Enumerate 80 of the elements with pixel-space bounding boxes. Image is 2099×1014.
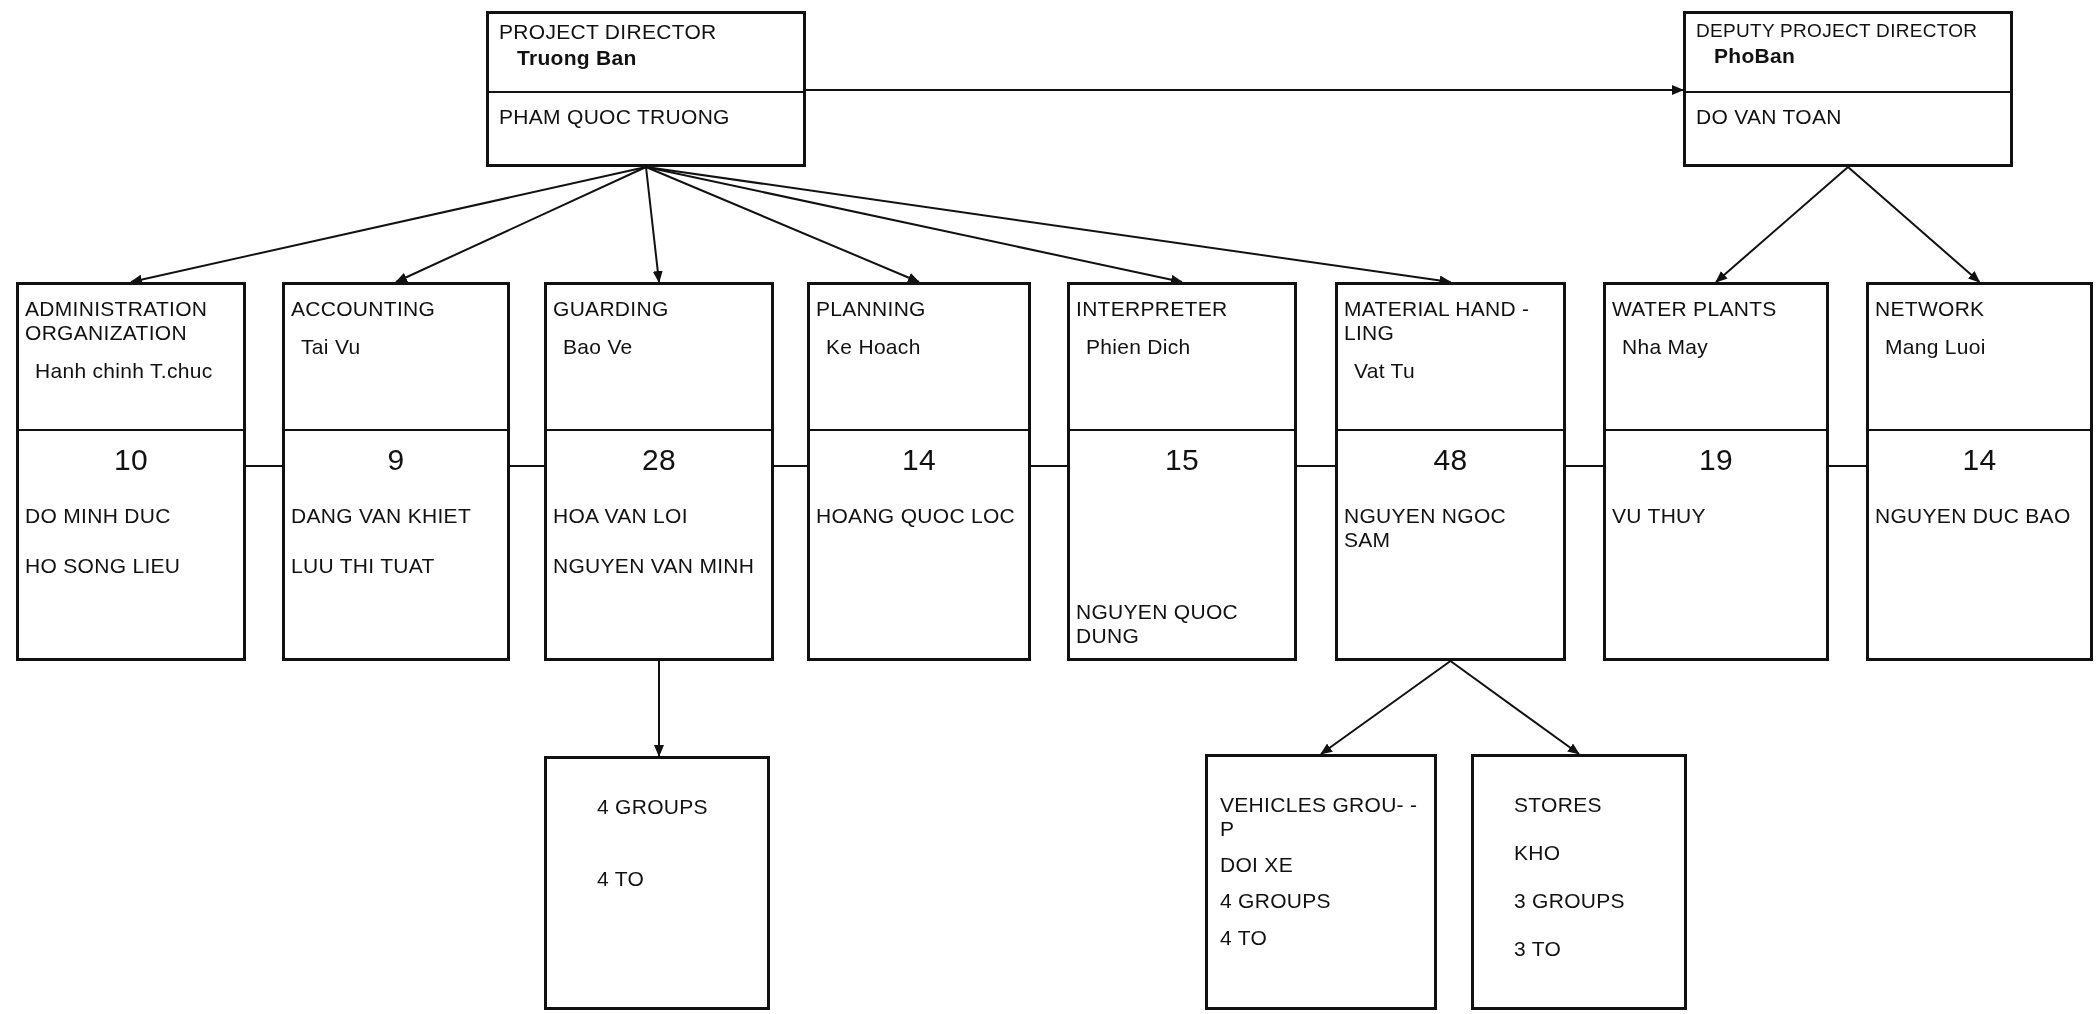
- person-name: LUU THI TUAT: [291, 553, 436, 578]
- connector-line: [1828, 465, 1867, 467]
- arrow: [645, 166, 663, 283]
- connector-line: [509, 465, 545, 467]
- connector-line: [1296, 465, 1336, 467]
- org-box: [282, 282, 510, 661]
- group-text: STORES: [1514, 793, 1603, 818]
- department-title: PLANNING: [816, 297, 927, 322]
- group-text: VEHICLES GROU- -P: [1220, 793, 1419, 842]
- vietnamese-name: Vat Tu: [1353, 359, 1416, 384]
- department-title: PROJECT DIRECTOR: [499, 20, 718, 45]
- org-box: [544, 282, 774, 661]
- group-text: DOI XE: [1220, 853, 1294, 878]
- person-name: DANG VAN KHIET: [291, 503, 472, 528]
- group-text: 4 GROUPS: [1220, 889, 1332, 914]
- org-box: [544, 756, 770, 1010]
- department-title: ADMINISTRATION ORGANIZATION: [25, 297, 209, 346]
- person-name: HO SONG LIEU: [25, 553, 182, 578]
- arrow: [805, 85, 1684, 95]
- person-name: NGUYEN DUC BAO: [1875, 503, 2072, 528]
- arrow: [645, 166, 920, 283]
- person-name: HOA VAN LOI: [553, 503, 689, 528]
- vietnamese-name: PhoBan: [1713, 43, 1797, 68]
- connector-line: [245, 465, 283, 467]
- group-text: KHO: [1514, 841, 1562, 866]
- department-title: GUARDING: [553, 297, 670, 322]
- org-box: [1866, 282, 2093, 661]
- person-name: DO VAN TOAN: [1696, 105, 1843, 130]
- group-text: 4 GROUPS: [597, 795, 709, 820]
- connector-line: [773, 465, 808, 467]
- vietnamese-name: Ke Hoach: [825, 335, 922, 360]
- group-text: 3 TO: [1514, 937, 1563, 962]
- arrow: [1449, 660, 1580, 755]
- group-text: 4 TO: [1220, 925, 1269, 950]
- person-name: VU THUY: [1612, 503, 1707, 528]
- staff-count: 19: [1699, 443, 1733, 478]
- org-box: [1683, 11, 2013, 167]
- department-title: DEPUTY PROJECT DIRECTOR: [1696, 20, 1979, 42]
- arrow: [1320, 660, 1452, 755]
- org-box: [486, 11, 806, 167]
- org-box: [1067, 282, 1297, 661]
- staff-count: 14: [1962, 443, 1997, 478]
- org-box: [807, 282, 1031, 661]
- group-text: 4 TO: [597, 867, 646, 892]
- staff-count: 10: [114, 443, 148, 478]
- org-box: [1603, 282, 1829, 661]
- vietnamese-name: Phien Dich: [1085, 335, 1192, 360]
- connector-line: [1565, 465, 1604, 467]
- arrow: [1715, 166, 1849, 283]
- person-name: NGUYEN VAN MINH: [553, 553, 756, 578]
- arrow: [654, 660, 664, 757]
- vietnamese-name: Bao Ve: [562, 335, 634, 360]
- staff-count: 28: [642, 443, 676, 478]
- org-box: [16, 282, 246, 661]
- arrow: [1847, 166, 1981, 283]
- person-name: NGUYEN NGOC SAM: [1344, 503, 1507, 552]
- vietnamese-name: Tai Vu: [300, 335, 362, 360]
- department-title: NETWORK: [1875, 297, 1986, 322]
- staff-count: 15: [1165, 443, 1199, 478]
- department-title: MATERIAL HAND -LING: [1344, 297, 1531, 346]
- person-name: PHAM QUOC TRUONG: [499, 105, 731, 130]
- staff-count: 9: [387, 443, 405, 478]
- department-title: WATER PLANTS: [1612, 297, 1778, 322]
- connector-line: [1030, 465, 1068, 467]
- vietnamese-name: Truong Ban: [516, 46, 638, 71]
- org-box: [1471, 754, 1687, 1010]
- org-box: [1335, 282, 1566, 661]
- arrow: [395, 166, 647, 283]
- staff-count: 14: [902, 443, 936, 478]
- group-text: 3 GROUPS: [1514, 889, 1626, 914]
- vietnamese-name: Nha May: [1621, 335, 1710, 360]
- staff-count: 48: [1433, 443, 1468, 478]
- person-name: NGUYEN QUOC DUNG: [1076, 599, 1239, 648]
- org-box: [1205, 754, 1437, 1010]
- person-name: HOANG QUOC LOC: [816, 503, 1017, 528]
- department-title: ACCOUNTING: [291, 297, 437, 322]
- person-name: DO MINH DUC: [25, 503, 172, 528]
- vietnamese-name: Mang Luoi: [1884, 335, 1987, 360]
- vietnamese-name: Hanh chinh T.chuc: [34, 359, 214, 384]
- department-title: INTERPRETER: [1076, 297, 1229, 322]
